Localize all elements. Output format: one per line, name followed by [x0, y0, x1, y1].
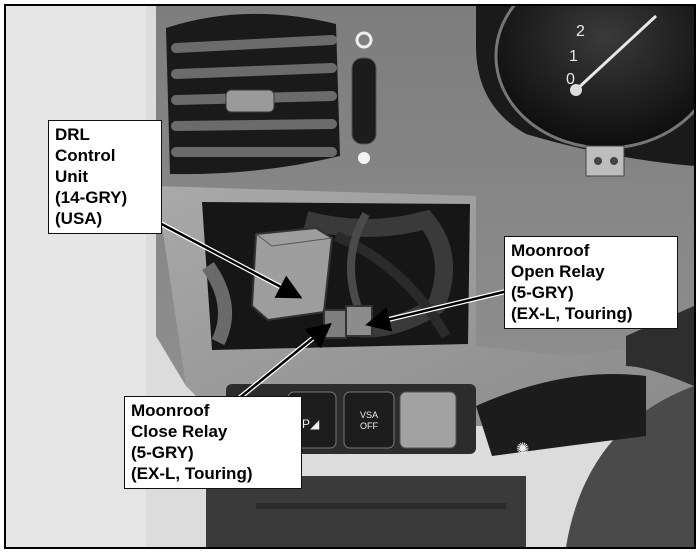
callout-line: (5-GRY)	[131, 443, 194, 462]
vent-thumbwheel	[351, 31, 377, 164]
gauge-tick-1: 1	[569, 48, 578, 65]
callout-line: Moonroof	[511, 241, 590, 260]
callout-line: Open Relay	[511, 262, 605, 281]
photo-frame: 0 1 2	[4, 4, 696, 549]
svg-text:P◢: P◢	[302, 417, 320, 431]
callout-line: Close Relay	[131, 422, 228, 441]
callout-line: (EX-L, Touring)	[511, 304, 633, 323]
gauge-cluster: 0 1 2	[476, 6, 694, 177]
callout-drl-control-unit: DRL Control Unit (14-GRY) (USA)	[48, 120, 162, 234]
blank-switch	[399, 391, 457, 449]
vsa-label: VSA	[360, 410, 378, 420]
gauge-tick-2: 2	[576, 23, 585, 40]
callout-line: (5-GRY)	[511, 283, 574, 302]
callout-line: (USA)	[55, 209, 103, 228]
air-vent	[166, 13, 340, 175]
off-label: OFF	[360, 421, 378, 431]
svg-text:✺: ✺	[516, 439, 529, 458]
callout-line: DRL	[55, 125, 90, 144]
callout-line: Control	[55, 146, 116, 165]
moonroof-close-relay	[323, 309, 347, 339]
moonroof-open-relay	[345, 305, 373, 337]
callout-line: Moonroof	[131, 401, 210, 420]
vsa-off-switch	[343, 391, 395, 449]
panel-cavity	[202, 202, 470, 350]
callout-line: (14-GRY)	[55, 188, 128, 207]
drl-control-unit	[250, 226, 334, 322]
left-wall-shade	[6, 6, 146, 547]
gauge-tick-0: 0	[566, 71, 575, 88]
callout-line: Unit	[55, 167, 89, 186]
callout-moonroof-close-relay: Moonroof Close Relay (5-GRY) (EX-L, Tour…	[124, 396, 302, 489]
callout-line: (EX-L, Touring)	[131, 464, 253, 483]
callout-moonroof-open-relay: Moonroof Open Relay (5-GRY) (EX-L, Touri…	[504, 236, 678, 329]
